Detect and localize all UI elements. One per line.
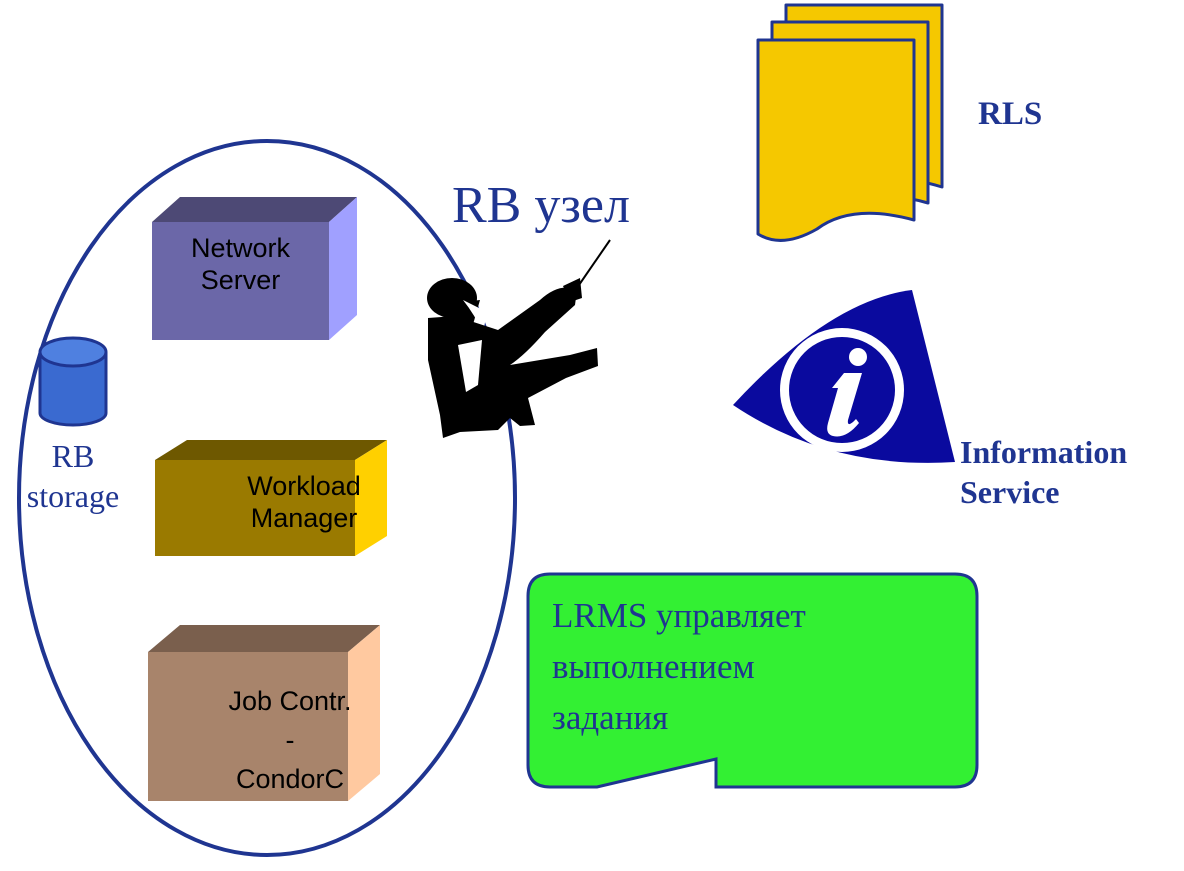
network-server-label: Network Server <box>152 232 329 296</box>
network-server-box <box>152 197 357 340</box>
storage-label: RB storage <box>8 436 138 516</box>
callout-line-3: задания <box>552 698 669 737</box>
job-controller-label: Job Contr. - CondorC <box>190 682 390 799</box>
callout-line-1: LRMS управляет <box>552 596 806 635</box>
network-server-line-2: Server <box>200 265 281 295</box>
documents-icon <box>756 3 944 242</box>
rb-node-boundary <box>17 139 517 857</box>
job-controller-box <box>148 625 380 801</box>
node-title: RB узел <box>452 177 630 234</box>
callout-line-2: выполнением <box>552 647 755 686</box>
job-controller-line-1: Job Contr. <box>228 686 352 716</box>
network-server-line-1: Network <box>190 233 291 263</box>
workload-manager-line-1: Workload <box>247 471 361 501</box>
information-service-label: Information Service <box>960 432 1127 512</box>
storage-label-line-1: RB <box>51 438 95 474</box>
workload-manager-box <box>155 440 387 556</box>
information-service-line-2: Service <box>960 474 1060 510</box>
job-controller-line-3: CondorC <box>235 764 345 794</box>
information-service-line-1: Information <box>960 434 1128 470</box>
job-controller-line-2: - <box>285 725 295 755</box>
storage-label-line-2: storage <box>26 478 120 514</box>
rls-label: RLS <box>978 96 1043 132</box>
database-icon <box>38 336 108 427</box>
callout-bubble <box>526 572 979 789</box>
workload-manager-line-2: Manager <box>250 503 358 533</box>
conductor-icon <box>427 239 611 438</box>
workload-manager-label: Workload Manager <box>214 470 394 534</box>
information-icon <box>733 290 955 463</box>
callout-text: LRMS управляет выполнением задания <box>552 590 806 743</box>
